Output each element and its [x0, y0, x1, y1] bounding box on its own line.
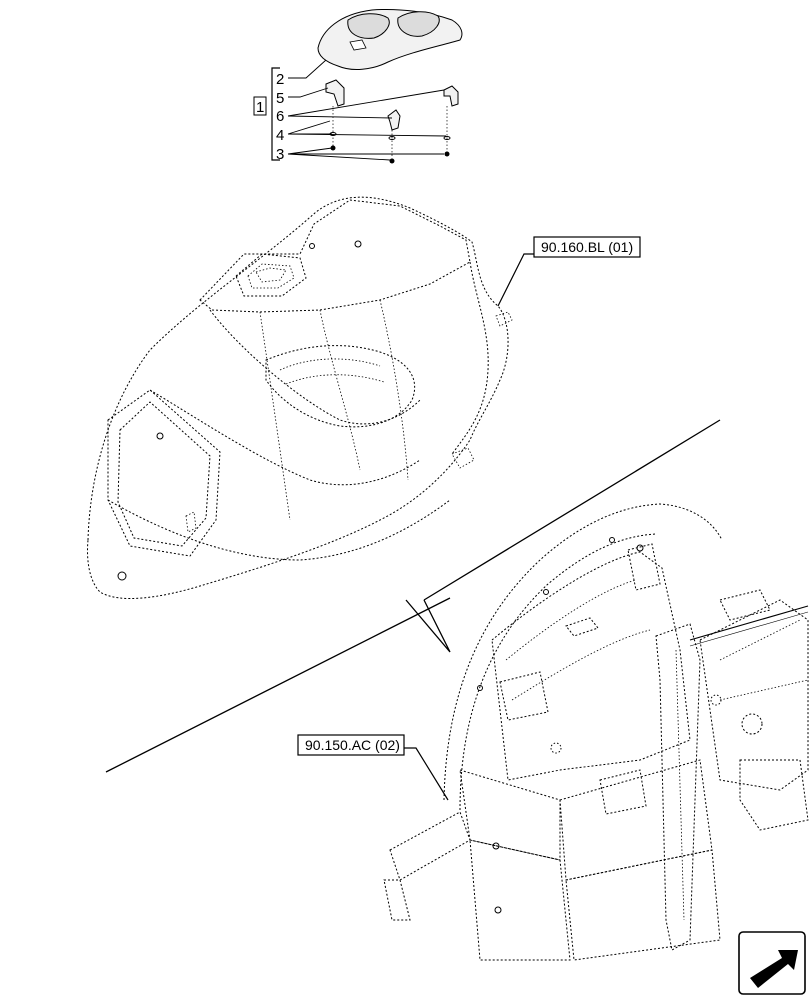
reference-lower-leader	[404, 747, 449, 801]
kit-box	[253, 96, 267, 116]
cab-frame-assembly	[383, 503, 809, 961]
assembly-axis-lines	[332, 106, 448, 158]
leader-lines	[287, 59, 447, 161]
bracket-part-5	[325, 79, 345, 107]
callout-5: 5	[276, 90, 284, 107]
callout-4: 4	[276, 127, 284, 144]
reference-lower[interactable]: 90.150.AC (02)	[297, 734, 405, 756]
callout-2: 2	[276, 71, 284, 88]
callout-3: 3	[276, 146, 284, 163]
bracket-part-6	[387, 109, 401, 131]
kit-bracket	[271, 67, 280, 161]
console-cover-part	[317, 9, 463, 70]
callout-kit: 1	[256, 99, 264, 116]
bracket-part-5-right	[443, 85, 459, 107]
callout-6: 6	[276, 108, 284, 125]
next-page-arrow-icon[interactable]	[738, 931, 806, 995]
reference-upper[interactable]: 90.160.BL (01)	[533, 236, 641, 258]
reference-upper-label: 90.160.BL (01)	[541, 239, 633, 255]
reference-upper-leader	[497, 253, 534, 307]
section-divider	[105, 419, 721, 773]
screw-part-3	[330, 145, 450, 164]
cab-roof-assembly	[87, 196, 513, 600]
reference-lower-label: 90.150.AC (02)	[305, 737, 400, 753]
